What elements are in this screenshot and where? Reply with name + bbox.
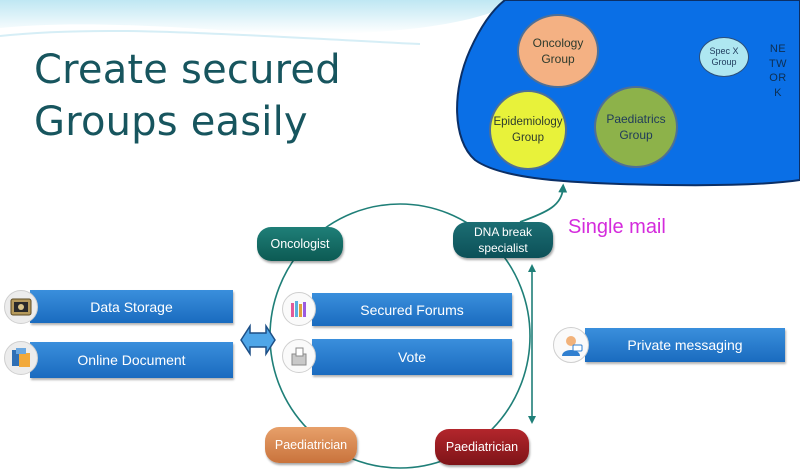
- data-storage-bar[interactable]: Data Storage: [30, 290, 233, 323]
- storage-icon: [4, 290, 38, 324]
- data-storage-label: Data Storage: [90, 298, 173, 315]
- online-document-bar[interactable]: Online Document: [30, 342, 233, 378]
- vote-bar[interactable]: Vote: [312, 339, 512, 375]
- spec-x-group-label: Spec X Group: [709, 46, 739, 67]
- single-mail-label: Single mail: [568, 216, 666, 238]
- oncology-group[interactable]: Oncology Group: [517, 14, 599, 88]
- epidemiology-group[interactable]: Epidemiology Group: [489, 90, 567, 170]
- paediatrician-right-label: Paediatrician: [445, 440, 519, 454]
- dna-break-specialist-node[interactable]: DNA break specialist: [453, 222, 553, 258]
- vote-label: Vote: [397, 349, 427, 365]
- online-document-label: Online Document: [77, 352, 186, 368]
- network-label: NETWORK: [768, 43, 788, 99]
- oncologist-node[interactable]: Oncologist: [257, 227, 343, 261]
- oncologist-label: Oncologist: [270, 237, 330, 251]
- paediatrics-group-label: Paediatrics Group: [606, 112, 666, 142]
- page-title: Create secured Groups easily: [34, 44, 341, 148]
- paediatrician-left-label: Paediatrician: [274, 438, 348, 452]
- spec-x-group[interactable]: Spec X Group: [699, 37, 749, 77]
- epidemiology-group-label: Epidemiology Group: [493, 116, 563, 144]
- title-line-1: Create secured: [34, 47, 341, 93]
- dna-break-specialist-label: DNA break specialist: [473, 225, 533, 255]
- title-line-2: Groups easily: [34, 99, 308, 145]
- forum-icon: [282, 292, 316, 326]
- private-messaging-bar[interactable]: Private messaging: [585, 328, 785, 362]
- paediatrician-left-node[interactable]: Paediatrician: [265, 427, 357, 463]
- secured-forums-label: Secured Forums: [360, 301, 464, 318]
- vote-icon: [282, 339, 316, 373]
- private-messaging-label: Private messaging: [627, 337, 743, 353]
- paediatrics-group[interactable]: Paediatrics Group: [594, 86, 678, 168]
- document-icon: [4, 341, 38, 375]
- messaging-icon: [553, 327, 589, 363]
- oncology-group-label: Oncology Group: [532, 36, 584, 66]
- paediatrician-right-node[interactable]: Paediatrician: [435, 429, 529, 465]
- secured-forums-bar[interactable]: Secured Forums: [312, 293, 512, 326]
